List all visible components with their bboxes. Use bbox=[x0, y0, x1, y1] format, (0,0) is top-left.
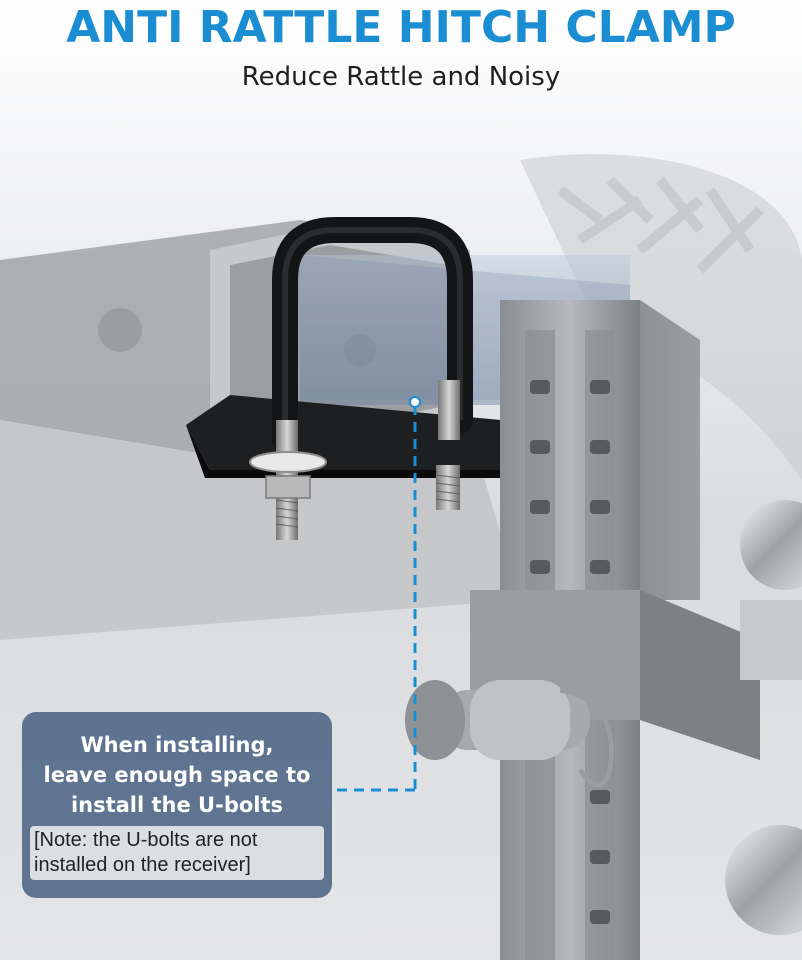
hitch-ball-bottom bbox=[725, 825, 802, 935]
callout-note-line-1: [Note: the U-bolts are not bbox=[34, 829, 258, 851]
hex-nut bbox=[265, 475, 311, 499]
install-callout: When installing, leave enough space to i… bbox=[22, 712, 332, 898]
callout-note: [Note: the U-bolts are not installed on … bbox=[30, 826, 324, 880]
callout-line-3: install the U-bolts bbox=[70, 793, 284, 817]
page-subtitle: Reduce Rattle and Noisy bbox=[241, 62, 561, 92]
callout-text: When installing, leave enough space to i… bbox=[32, 730, 322, 820]
bolt-threads bbox=[275, 380, 461, 540]
washer bbox=[249, 451, 327, 473]
guide-line bbox=[332, 405, 417, 792]
hitch-ball-top bbox=[740, 500, 802, 590]
hitch-pin-lock bbox=[405, 680, 614, 788]
callout-line-2: leave enough space to bbox=[43, 763, 311, 787]
guide-dot bbox=[409, 396, 421, 408]
page-title: ANTI RATTLE HITCH CLAMP bbox=[66, 2, 736, 53]
callout-note-line-2: installed on the receiver] bbox=[34, 854, 251, 876]
callout-line-1: When installing, bbox=[80, 733, 274, 757]
